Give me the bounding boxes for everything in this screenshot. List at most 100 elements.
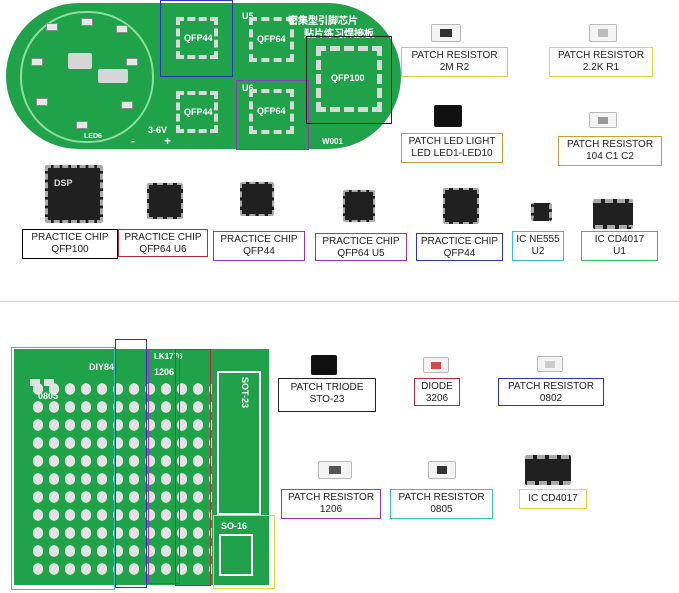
label-practice-chip-qfp44: PRACTICE CHIP QFP44 [213,231,305,261]
label-patch-resistor-2m: PATCH RESISTOR 2M R2 [401,47,508,77]
label-line1: PATCH RESISTOR [411,50,498,61]
board-title-line2: 贴片练习焊接板 [304,29,374,40]
patch-led-part [434,105,462,127]
qfp64-footprint-u5 [249,17,294,62]
label-line2: 3206 [425,393,449,404]
patch-triode-part [311,355,337,375]
label-line2: 0805 [430,504,453,515]
patch-resistor-1206-part [318,461,352,479]
section-divider [0,301,679,302]
so16-footprint [219,534,253,576]
dsp-mark: DSP [54,178,73,188]
label-line1: PRACTICE CHIP [322,236,400,247]
so-label: SO-16 [221,521,248,531]
highlight-box-0805 [11,347,115,590]
label-practice-chip-qfp64-u5: PRACTICE CHIP QFP64 U5 [315,233,407,261]
highlight-box-col2 [115,339,147,588]
label-line1: PATCH RESISTOR [507,381,595,392]
u6-label: U6 [242,83,254,93]
qfp64-u6-chip [147,183,183,219]
highlight-box-so16 [213,515,275,589]
ic-cd4017-footprint [98,69,128,83]
label-line1: PRACTICE CHIP [220,234,298,245]
label-practice-chip-qfp100: PRACTICE CHIP QFP100 [22,229,118,259]
model-label: W001 [322,137,343,146]
label-line1: DIODE [421,381,453,392]
label-line1: PATCH RESISTOR [566,139,654,150]
label-line2: LED LED1-LED10 [411,148,493,159]
patch-resistor-2k2-part [589,24,617,42]
label-line1: PATCH RESISTOR [557,50,645,61]
label-patch-resistor-0802: PATCH RESISTOR 0802 [498,378,604,406]
board-title-line1: 密集型引脚芯片 [288,16,358,27]
pkg-1206-label: 1206 [154,367,175,377]
label-line2: STO-23 [309,394,345,405]
qfp44-chip-2 [443,188,479,224]
label-line1: PRACTICE CHIP [31,232,109,243]
cd4017-chip [593,199,633,229]
label-line2: 0802 [539,393,563,404]
label-line2: QFP44 [443,248,476,259]
label-line1: PATCH RESISTOR [398,492,485,503]
label-line1: PRACTICE CHIP [124,232,202,243]
label-diode: DIODE 3206 [414,378,460,406]
smd-pad [81,18,93,26]
label-line1: PATCH LED LIGHT [408,136,496,147]
patch-resistor-2m-part [431,24,461,42]
label-line2: 104 C1 C2 [586,151,634,162]
label-line2: QFP100 [51,244,89,255]
highlight-box-qfp44-top [160,0,233,77]
label-line1: IC NE555 [516,234,560,245]
smd-pad [76,121,88,129]
diy-label: DIY84 [89,362,115,372]
label-line2: U2 [531,246,545,257]
label-line2: QFP64 U5 [337,248,385,259]
ic-ne555-footprint [68,53,92,69]
label-line2: 2M R2 [439,62,470,73]
qfp44-label-top: QFP44 [184,33,213,43]
label-patch-led: PATCH LED LIGHT LED LED1-LED10 [401,133,503,163]
label-patch-resistor-2k2: PATCH RESISTOR 2.2K R1 [549,47,653,77]
label-line2: QFP44 [243,246,275,257]
smd-pad [116,25,128,33]
highlight-box-1206-b [175,349,211,586]
label-line1: PATCH TRIODE [290,382,364,393]
qfp64-label-u5: QFP64 [257,34,286,44]
patch-resistor-0805-part [428,461,456,479]
label-patch-resistor-0805: PATCH RESISTOR 0805 [390,489,493,519]
qfp64-footprint-u6 [249,89,294,134]
voltage-label: 3-6V [148,125,168,135]
minus-label: - [131,134,135,148]
qfp44-chip [240,182,274,216]
label-line2: 2.2K R1 [582,62,620,73]
label-line1: IC CD4017 [528,493,578,504]
component-ring [20,11,154,143]
label-patch-triode: PATCH TRIODE STO-23 [278,378,376,412]
label-ic-cd4017-bottom: IC CD4017 [519,489,587,509]
led-label: LED6 [84,133,102,140]
smd-pad [31,58,43,66]
patch-resistor-0802-part [537,356,563,372]
label-patch-resistor-1206: PATCH RESISTOR 1206 [281,489,381,519]
smd-pad [126,58,138,66]
qfp64-label-u6: QFP64 [257,106,286,116]
smd-pad [36,98,48,106]
sot-label: SOT-23 [240,377,250,409]
qfp44-footprint-bottom [176,91,218,133]
label-practice-chip-qfp44-2: PRACTICE CHIP QFP44 [416,233,503,261]
plus-label: + [164,134,172,148]
sot23-area [217,371,261,515]
label-ic-ne555: IC NE555 U2 [512,231,564,261]
diode-part [423,357,449,373]
label-line1: IC CD4017 [594,234,645,245]
highlight-box-qfp100 [306,36,392,124]
label-line2: U1 [613,246,626,257]
label-line2: QFP64 U6 [139,244,187,255]
qfp64-u5-chip [343,190,375,222]
practice-pcb-board-top: LED6 3-6V - + QFP44 U5 QFP64 密集型引脚芯片 贴片练… [6,0,401,150]
qfp44-label-bottom: QFP44 [184,107,213,117]
qfp44-footprint-top [176,17,218,59]
qfp100-label: QFP100 [331,73,365,83]
cd4017-chip-bottom [525,455,571,485]
label-patch-resistor-104: PATCH RESISTOR 104 C1 C2 [558,136,662,166]
